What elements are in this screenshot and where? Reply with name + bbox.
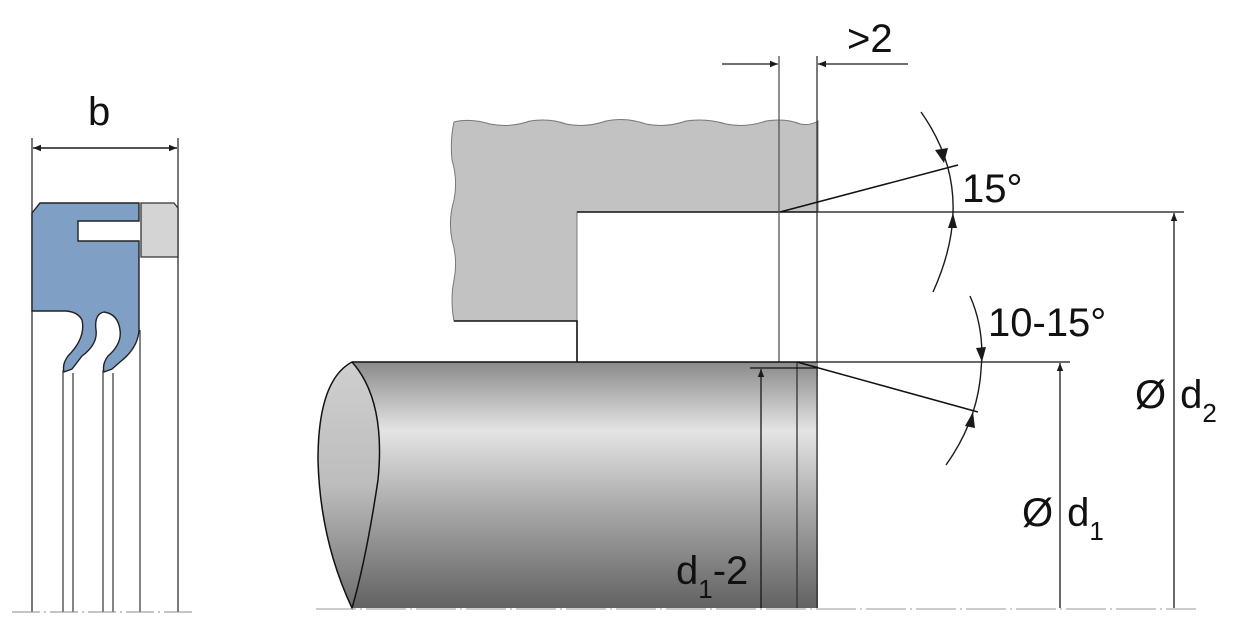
seal-cross-section: b [12, 90, 196, 613]
rod-chamfer-angle-line [796, 361, 979, 413]
rod-angle-arc [945, 295, 983, 466]
housing-groove-edge [454, 320, 578, 362]
arc-arrowhead [948, 213, 957, 228]
housing-angle-label: 15° [962, 167, 1023, 211]
arc-arrowhead [965, 412, 975, 428]
rod-angle-label: 10-15° [988, 301, 1106, 345]
arc-arrowhead [976, 347, 986, 362]
backup-ring [140, 202, 179, 258]
housing-angle-arc [920, 111, 954, 293]
housing-chamfer-line [779, 164, 959, 213]
chamfer-length-label: >2 [847, 17, 893, 61]
b-label: b [88, 90, 110, 134]
rod-end [317, 361, 381, 611]
rod [352, 362, 818, 608]
arc-arrowhead [935, 148, 948, 163]
seal-body [31, 202, 140, 373]
d1-2-label: d1-2 [676, 549, 748, 604]
housing [449, 119, 819, 322]
